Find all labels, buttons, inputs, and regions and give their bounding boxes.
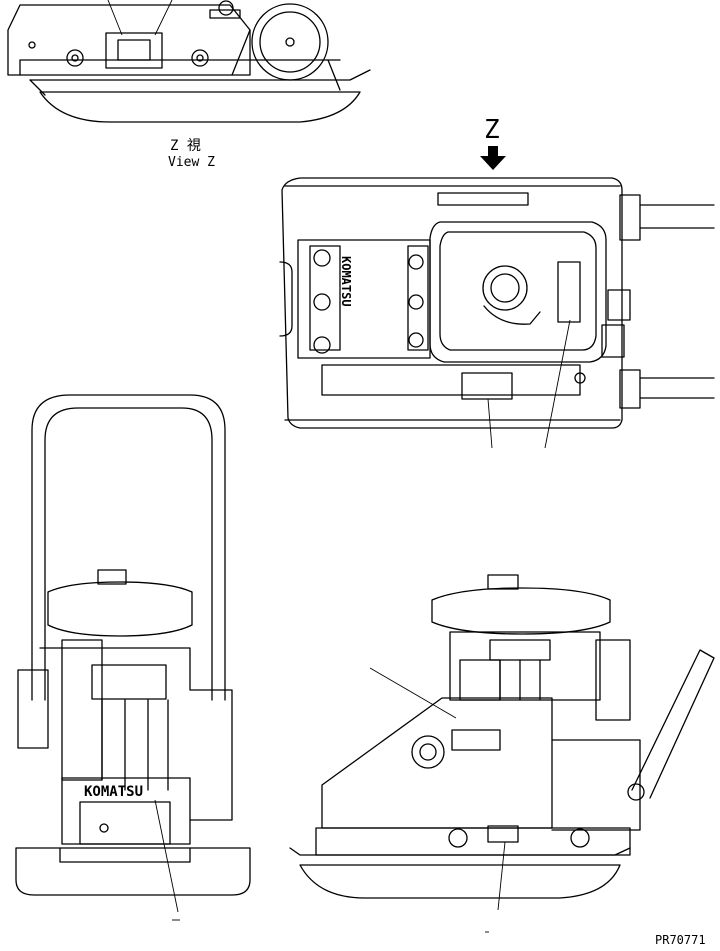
side-view	[289, 574, 715, 933]
brand-mark-front: KOMATSU	[84, 784, 143, 800]
view-title-en: View Z	[168, 155, 215, 170]
view-title-jp: Z 視	[170, 138, 201, 154]
view-z-side-elevation	[7, 0, 371, 123]
view-direction-arrow-icon	[480, 146, 506, 170]
front-view: KOMATSU	[15, 394, 251, 921]
brand-mark-plan: KOMATSU	[339, 256, 353, 307]
plan-view: KOMATSU	[279, 177, 715, 449]
drawing-number: PR70771	[655, 933, 706, 947]
view-arrow-letter: Z	[484, 115, 500, 145]
